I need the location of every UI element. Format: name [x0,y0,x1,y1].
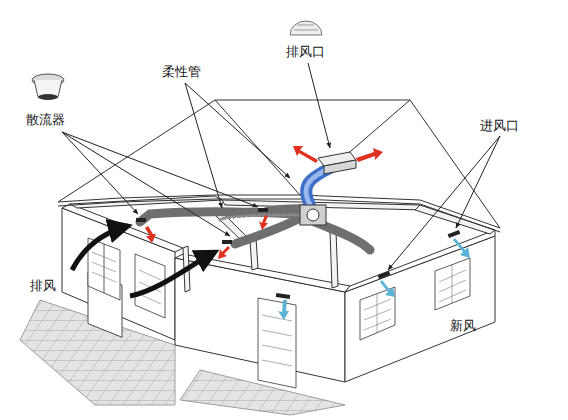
openings [88,238,470,388]
callout-label: 排风口 [284,44,327,60]
fan-unit [300,205,326,225]
leader-lines [62,63,500,270]
exhaust-icon [290,21,322,35]
exhaust-vent [318,152,356,174]
fresh-air-arrows [278,238,470,320]
callout-label: 柔性管 [160,64,203,80]
flexible-ducts [140,168,370,250]
exhaust-flow-arrows [72,226,215,296]
vent-grilles [136,208,460,299]
roof [58,100,500,232]
diffuser-icon [32,74,64,100]
flow-label: 排风 [28,278,58,294]
callout-label: 散流器 [24,112,67,128]
flow-label: 新风 [448,318,478,334]
callout-label: 进风口 [478,118,521,134]
exhaust-arrows [145,146,383,259]
